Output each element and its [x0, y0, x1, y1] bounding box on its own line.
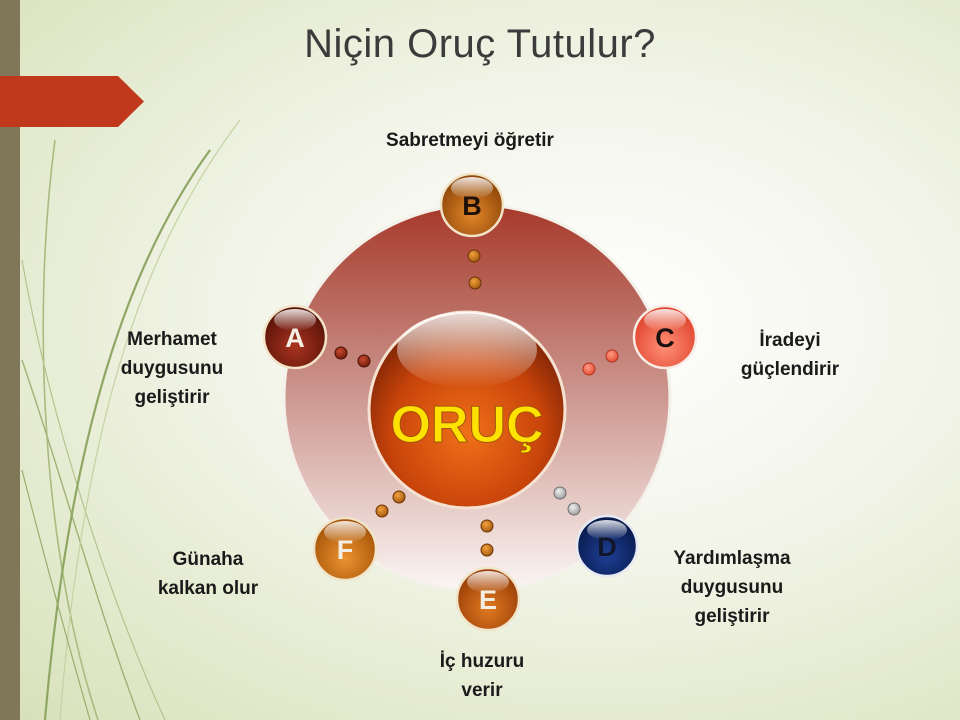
caption-b-line: Sabretmeyi öğretir — [386, 130, 554, 151]
caption-d-line-3: geliştirir — [694, 606, 770, 627]
caption-a-line-2: duygusunu — [120, 358, 224, 379]
caption-f-line-1: Günaha — [172, 549, 244, 570]
connector-dots-c — [582, 349, 619, 376]
node-b-letter: B — [462, 191, 482, 221]
page-title: Niçin Oruç Tutulur? — [304, 22, 656, 66]
caption-c: İradeyi güçlendirir — [700, 326, 880, 384]
node-e: E — [455, 566, 521, 632]
caption-f: Günaha kalkan olur — [120, 545, 296, 603]
connector-dots-b — [467, 249, 482, 290]
node-d: D — [575, 514, 639, 578]
caption-f-line-2: kalkan olur — [157, 578, 259, 599]
node-d-letter: D — [597, 532, 617, 562]
caption-e: İç huzuru verir — [396, 647, 568, 705]
caption-d: Yardımlaşma duygusunu geliştirir — [640, 544, 824, 631]
caption-a-line-3: geliştirir — [134, 387, 210, 408]
caption-c-line-2: güçlendirir — [740, 359, 840, 380]
node-b: B — [439, 172, 505, 238]
connector-dots-f — [375, 490, 406, 518]
caption-a: Merhamet duygusunu geliştirir — [80, 325, 264, 412]
node-c-letter: C — [655, 323, 675, 353]
node-f-letter: F — [337, 535, 354, 565]
connector-dots-a — [334, 346, 371, 368]
connector-dots-d — [553, 486, 581, 516]
caption-b: Sabretmeyi öğretir — [330, 126, 610, 155]
node-e-letter: E — [479, 585, 497, 615]
caption-c-line-1: İradeyi — [759, 330, 821, 351]
node-f: F — [312, 516, 378, 582]
center-label: ORUÇ — [390, 396, 543, 454]
center-sphere: ORUÇ — [367, 310, 567, 510]
side-bar — [0, 0, 20, 720]
connector-dots-e — [480, 519, 494, 557]
arrow-polygon — [0, 76, 144, 127]
node-a-letter: A — [285, 323, 305, 353]
caption-e-line-1: İç huzuru — [439, 651, 525, 672]
node-c: C — [632, 304, 698, 370]
caption-d-line-2: duygusunu — [680, 577, 784, 598]
title-arrow-shape — [0, 76, 144, 127]
caption-e-line-2: verir — [461, 680, 503, 701]
caption-d-line-1: Yardımlaşma — [673, 548, 791, 569]
caption-a-line-1: Merhamet — [127, 329, 217, 350]
node-a: A — [262, 304, 328, 370]
